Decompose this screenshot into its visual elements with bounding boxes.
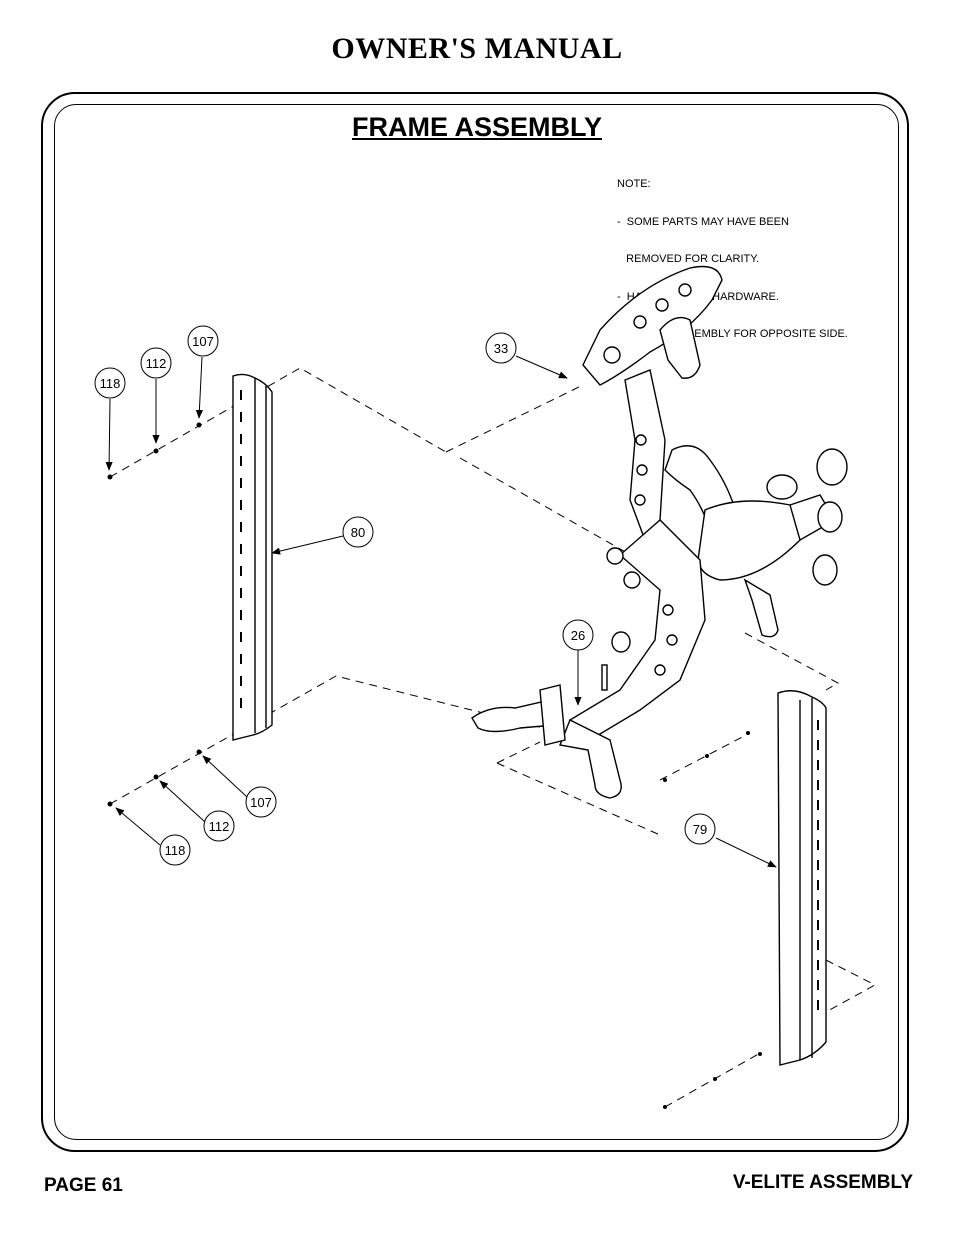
callout-118-top: 118 <box>94 367 126 399</box>
callout-label: 112 <box>209 819 230 834</box>
upright-tube-79 <box>777 690 827 1066</box>
callout-26: 26 <box>562 619 594 651</box>
callout-label: 112 <box>146 356 167 371</box>
callout-33: 33 <box>485 332 517 364</box>
manual-title: OWNER'S MANUAL <box>331 32 623 65</box>
callout-label: 118 <box>165 843 186 858</box>
note-line: NOTE: <box>617 178 651 190</box>
callout-label: 107 <box>250 795 272 810</box>
callout-label: 26 <box>571 628 585 643</box>
note-line: - SOME PARTS MAY HAVE BEEN <box>617 215 789 228</box>
section-title: FRAME ASSEMBLY <box>351 112 603 142</box>
callout-112-bottom: 112 <box>203 810 235 842</box>
page-frame-inner <box>54 104 899 1140</box>
page-frame-outer <box>41 92 909 1152</box>
note-line: REMOVED FOR CLARITY. <box>617 253 760 265</box>
upright-tube-80 <box>232 373 273 741</box>
callout-107-bottom: 107 <box>245 786 277 818</box>
callout-label: 107 <box>192 334 214 349</box>
hardware-dots <box>107 422 762 1109</box>
callout-label: 33 <box>494 341 508 356</box>
callout-79: 79 <box>684 813 716 845</box>
callout-118-bottom: 118 <box>159 834 191 866</box>
alignment-lines <box>109 367 877 1108</box>
leader-lines <box>105 355 777 868</box>
document-section: V-ELITE ASSEMBLY <box>732 1172 913 1193</box>
callout-label: 79 <box>693 822 707 837</box>
callout-107-top: 107 <box>187 325 219 357</box>
callout-80: 80 <box>342 516 374 548</box>
page-number: PAGE 61 <box>44 1175 123 1196</box>
callout-112-top: 112 <box>140 347 172 379</box>
machine-frame <box>471 265 848 799</box>
callout-label: 80 <box>351 525 365 540</box>
callout-label: 118 <box>100 376 121 391</box>
